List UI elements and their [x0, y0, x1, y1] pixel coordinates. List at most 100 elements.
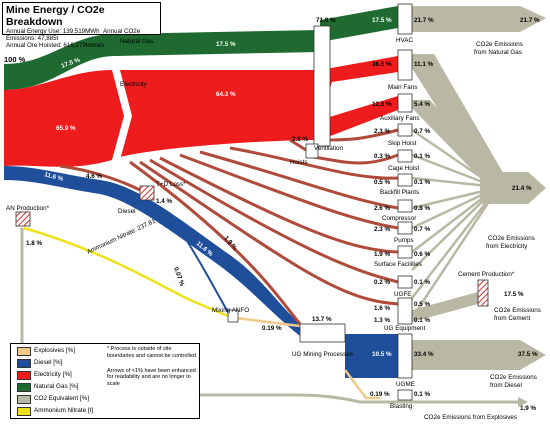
cage-hoist-label: Cage Hoist [388, 165, 419, 172]
co2-cement-flow [412, 292, 478, 322]
ore-hoisted-text: Annual Ore Hoisted: 616,279tonnes [6, 42, 105, 49]
legend-label: Natural Gas [%] [34, 383, 79, 390]
mainfans-label: Main Fans [388, 84, 417, 91]
td-loss-label: T+D Loss* [156, 181, 186, 188]
val-mainfans-out: 11.1 % [414, 61, 434, 68]
val-ugeq-out: 0.1 % [414, 317, 431, 324]
legend: Explosives [%] Diesel [%] Electricity [%… [10, 343, 200, 419]
electricity-chevron [112, 70, 132, 160]
val-mainfans-in: 36.5 % [372, 61, 392, 68]
compressor-label: Compressor [382, 215, 416, 222]
co2-mainfans-flow [412, 54, 505, 176]
auxfans-label: Auxiliary Fans [380, 115, 420, 122]
backfill-box [397, 173, 413, 187]
subtitle-line-1: Annual Energy Use: 139,519MWh Annual CO2… [6, 28, 157, 42]
blasting-box [397, 389, 413, 401]
val-comp-in: 2.6 % [374, 205, 391, 212]
ugfe-label: UGFE [394, 291, 412, 298]
cement-box [477, 279, 489, 307]
natural-gas-label: Natural Gas [120, 38, 154, 45]
val-surf-in: 1.9 % [374, 251, 391, 258]
electricity-branches [59, 128, 399, 325]
process-boxes [227, 3, 413, 401]
hvac-label: HVAC [396, 37, 413, 44]
val-explosives-co2: 1.9 % [520, 405, 537, 412]
legend-label: Diesel [%] [34, 359, 63, 366]
val-hvac-in: 17.5 % [372, 17, 392, 24]
val-ng-mid: 17.5 % [216, 41, 236, 48]
legend-item-ammonium: Ammonium Nitrate [t] [17, 407, 93, 416]
ugmp-box [299, 323, 346, 343]
mixing-anfo-label: Mixing ANFO [212, 307, 249, 314]
backfill-label: Backfill Plants [380, 189, 419, 196]
diesel-mixing-thin [179, 229, 229, 313]
blasting-label: Blasting [390, 403, 413, 410]
hoists-label: Hoists [290, 159, 308, 166]
td-loss-box [139, 185, 155, 201]
val-ugfe-out: 0.1 % [414, 279, 431, 286]
val-ugme-out: 33.4 % [414, 351, 434, 358]
val-surf-out: 0.6 % [414, 251, 431, 258]
legend-note-1: * Process is outside of site boundaries … [107, 346, 196, 359]
pumps-label: Pumps [394, 237, 414, 244]
legend-item-diesel: Diesel [%] [17, 359, 62, 368]
co2-explosives-arrowhead [518, 397, 528, 407]
val-comp-out: 0.8 % [414, 205, 431, 212]
val-td-flow: 4.6 % [86, 173, 103, 180]
co2-ugme-arrow [412, 340, 546, 370]
ugme-label: UGME [396, 381, 415, 388]
co2-cem-label-a: CO2e Emissions [494, 307, 541, 314]
val-an: 1.8 % [26, 240, 43, 247]
co2-dsl-label-b: from Diesel [490, 382, 522, 389]
legend-item-explosives: Explosives [%] [17, 347, 75, 356]
natural-gas-swatch [17, 383, 31, 392]
val-cage-in: 0.3 % [374, 153, 391, 160]
co2-swatch [17, 395, 31, 404]
surface-label: Surface Facilities [374, 261, 422, 268]
val-skip-out: 0.7 % [414, 128, 431, 135]
co2-exp-label: CO2e Emissions from Explosives [424, 414, 517, 421]
ventilation-label: Ventilation [314, 145, 344, 152]
hvac-box [397, 3, 413, 35]
val-aux-out: 5.4 % [414, 101, 431, 108]
val-pumps-in: 2.3 % [374, 226, 391, 233]
ugmp-label: UG Mining Processes [292, 351, 353, 358]
natural-gas-flow [4, 6, 398, 90]
legend-item-natural-gas: Natural Gas [%] [17, 383, 78, 392]
co2-electricity-arrow [480, 172, 546, 204]
co2-dsl-label-a: CO2e Emissions [490, 374, 537, 381]
hoists-box [305, 143, 319, 159]
val-cage-out: 0.1 % [414, 153, 431, 160]
ugequip-label: UG Equipment [384, 325, 426, 332]
legend-label: CO2 Equivalent [%] [34, 395, 89, 402]
an-production-label: AN Production* [6, 205, 50, 212]
val-mix-in: 0.07 % [172, 266, 185, 287]
co2-el-label-a: CO2e Emissions [488, 235, 535, 242]
val-elec-total: 21.4 % [512, 185, 532, 192]
compressor-box [397, 199, 413, 213]
co2-hvac-arrow [412, 6, 546, 32]
diesel-label: Diesel [118, 208, 136, 215]
co2-el-label-b: from Electricity [486, 243, 528, 250]
co2-ng-label-a: CO2e Emissions [476, 41, 523, 48]
surface-box [397, 245, 413, 259]
co2-small-flows [410, 128, 490, 319]
val-ugeq-in2: 1.3 % [374, 317, 391, 324]
val-ugmp: 13.7 % [312, 316, 332, 323]
diesel-to-ugme-flow [345, 334, 398, 378]
legend-label: Ammonium Nitrate [t] [34, 407, 94, 414]
val-mix-out: 0.19 % [262, 325, 282, 332]
cement-production-label: Cement Production* [458, 271, 515, 278]
val-elec-vent: 64.3 % [216, 91, 236, 98]
val-cement-link: 0.5 % [414, 301, 431, 308]
val-diesel-in: 11.6 % [43, 171, 64, 183]
val-blast-in: 0.19 % [370, 391, 390, 398]
val-aux-in: 12.8 % [372, 101, 392, 108]
legend-label: Electricity [%] [34, 371, 72, 378]
val-ugfe-in: 0.2 % [374, 279, 391, 286]
energy-use-text: Annual Energy Use: 139,519MWh [6, 28, 100, 35]
explosives-swatch [17, 347, 31, 356]
cage-hoist-box [397, 149, 413, 163]
val-elec-in: 65.9 % [56, 125, 76, 132]
total-label: 100 % [4, 55, 26, 64]
